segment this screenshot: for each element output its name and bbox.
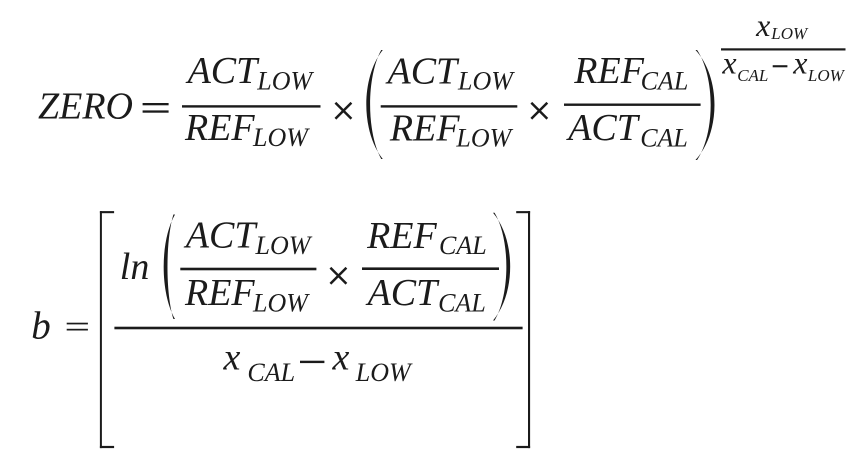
svg-text:CAL: CAL xyxy=(438,288,486,317)
svg-text:CAL: CAL xyxy=(641,67,689,96)
svg-text:LOW: LOW xyxy=(355,358,413,387)
svg-text:x: x xyxy=(332,337,350,379)
svg-text:CAL: CAL xyxy=(247,358,295,387)
svg-text:REF: REF xyxy=(389,107,460,149)
svg-text:LOW: LOW xyxy=(807,66,846,85)
svg-text:LOW: LOW xyxy=(255,231,313,260)
svg-text:ACT: ACT xyxy=(565,107,641,149)
svg-text:CAL: CAL xyxy=(640,124,688,153)
svg-text:REF: REF xyxy=(573,50,644,92)
svg-text:x: x xyxy=(721,45,736,81)
svg-text:LOW: LOW xyxy=(256,66,314,95)
svg-text:LOW: LOW xyxy=(457,67,515,96)
svg-text:LOW: LOW xyxy=(252,289,310,318)
svg-text:REF: REF xyxy=(184,272,255,314)
svg-text:x: x xyxy=(223,337,241,379)
svg-text:LOW: LOW xyxy=(770,24,809,43)
svg-text:ACT: ACT xyxy=(385,50,461,92)
svg-text:ZERO: ZERO xyxy=(38,85,133,127)
svg-text:LOW: LOW xyxy=(252,123,310,152)
svg-text:ACT: ACT xyxy=(183,214,259,256)
svg-text:REF: REF xyxy=(184,107,255,149)
svg-text:x: x xyxy=(755,7,770,43)
svg-text:x: x xyxy=(792,45,807,81)
svg-text:ACT: ACT xyxy=(365,272,441,314)
svg-text:CAL: CAL xyxy=(737,66,768,85)
svg-text:REF: REF xyxy=(366,215,437,257)
svg-text:ln: ln xyxy=(120,246,150,288)
svg-text:CAL: CAL xyxy=(439,231,487,260)
svg-text:LOW: LOW xyxy=(455,124,513,153)
svg-text:ACT: ACT xyxy=(185,50,261,92)
svg-text:b: b xyxy=(31,305,51,348)
